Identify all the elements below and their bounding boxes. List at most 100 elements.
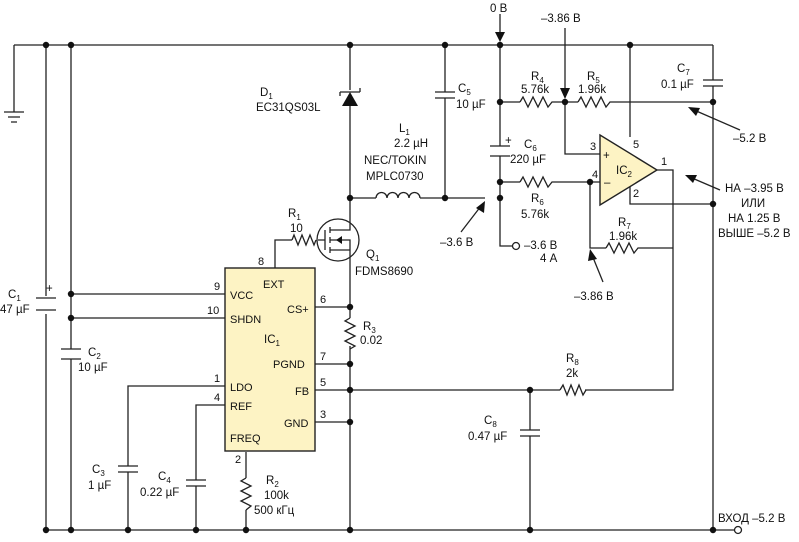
c5-value: 10 µF	[456, 99, 486, 111]
diode-d1-symbol	[339, 88, 361, 106]
q1-ref: Q1	[366, 249, 380, 263]
r7-value: 1.96k	[609, 231, 637, 243]
r8-ref: R8	[566, 353, 579, 367]
r2-note: 500 кГц	[254, 505, 295, 517]
ic1-pin-cs-name: CS+	[287, 304, 309, 316]
minus-3-86-bottom-label: –3.86 В	[574, 291, 614, 303]
ic1-pin-vcc-name: VCC	[230, 290, 253, 302]
c6-ref: C6	[524, 139, 537, 153]
c7-value: 0.1 µF	[661, 79, 694, 91]
resistor-r6-symbol	[519, 175, 555, 189]
ic2-pin-2: 2	[633, 188, 639, 200]
c6-plus: +	[505, 135, 512, 147]
r6-value: 5.76k	[521, 209, 549, 221]
ic1-pin-shdn-num: 10	[207, 305, 219, 317]
minus-3-6-arrow	[460, 201, 485, 233]
c4-value: 0.22 µF	[140, 487, 179, 499]
ground-icon	[4, 111, 24, 123]
c7-ref: C7	[677, 63, 690, 77]
capacitor-c5-symbol	[435, 91, 455, 99]
ic1-pin-fb-name: FB	[295, 386, 309, 398]
r8-value: 2k	[566, 368, 578, 380]
r5-ref: R5	[587, 71, 600, 85]
r4-ref: R4	[531, 71, 544, 85]
c3-value: 1 µF	[88, 480, 111, 492]
zero-v-arrow	[495, 14, 505, 42]
ic1-pin-ref-num: 4	[214, 392, 220, 404]
resistor-r4-symbol	[519, 95, 555, 109]
ic1-pin-cs-num: 6	[320, 294, 326, 306]
out-3-6-label: –3.6 В	[524, 240, 558, 252]
q1-part: FDMS8690	[355, 266, 413, 278]
l1-part: MPLC0730	[366, 171, 424, 183]
minus-3-86-top-label: –3.86 В	[541, 13, 581, 25]
c8-value: 0.47 µF	[468, 431, 507, 443]
capacitor-c4-symbol	[186, 479, 206, 487]
capacitor-c8-symbol	[520, 429, 540, 437]
resistor-r3-symbol	[343, 317, 357, 350]
r7-ref: R7	[618, 217, 631, 231]
resistor-r1-symbol	[291, 233, 317, 247]
ic1-pin-ref-name: REF	[230, 401, 252, 413]
ic1-pin-shdn-name: SHDN	[230, 314, 261, 326]
out-note-line4: ВЫШЕ –5.2 В	[718, 228, 791, 240]
out-note-arrow	[685, 175, 721, 191]
ic1-pin-gnd-num: 3	[320, 409, 326, 421]
capacitor-c2-symbol	[61, 348, 81, 360]
ic1-body	[224, 267, 316, 452]
ic1-pin-ldo-name: LDO	[230, 382, 253, 394]
l1-mfr: NEC/TOKIN	[364, 155, 426, 167]
capacitor-c6-symbol	[490, 145, 510, 157]
l1-value: 2.2 µH	[394, 138, 428, 150]
r1-ref: R1	[288, 208, 301, 222]
inductor-l1-symbol	[375, 191, 421, 199]
r2-ref: R2	[266, 475, 279, 489]
resistor-r8-symbol	[559, 383, 587, 397]
d1-part: EC31QS03L	[256, 102, 321, 114]
ic2-pin-4: 4	[592, 169, 598, 181]
opamp-ic2	[599, 133, 659, 207]
resistor-r2-symbol	[239, 477, 253, 511]
input-terminal	[733, 525, 743, 535]
r3-value: 0.02	[360, 335, 382, 347]
c1-ref: C1	[8, 289, 21, 303]
c2-ref: C2	[88, 347, 101, 361]
c1-plus: +	[46, 283, 53, 295]
ic1-pin-freq-num: 2	[235, 454, 241, 466]
mosfet-q1-symbol	[316, 218, 360, 262]
out-note-line3: НА 1.25 В	[728, 213, 781, 225]
resistor-r7-symbol	[605, 241, 641, 255]
ic1-pin-ext-num: 8	[258, 256, 264, 268]
wires	[13, 44, 735, 531]
c2-value: 10 µF	[78, 362, 108, 374]
output-terminal	[511, 241, 521, 251]
r2-value: 100k	[264, 490, 289, 502]
ic2-pin-1: 1	[661, 156, 667, 168]
ic1-pin-pgnd-num: 7	[320, 351, 326, 363]
minus-3-86-bottom-arrow	[588, 249, 604, 283]
capacitor-c7-symbol	[703, 79, 723, 87]
input-label: ВХОД –5.2 В	[718, 513, 786, 525]
d1-ref: D1	[260, 87, 273, 101]
ic1-pin-pgnd-name: PGND	[273, 359, 305, 371]
out-note-line2: ИЛИ	[741, 198, 765, 210]
c4-ref: C4	[158, 471, 171, 485]
c8-ref: C8	[484, 415, 497, 429]
ic2-pin-3: 3	[590, 141, 596, 153]
minus-5-2-label: –5.2 В	[733, 133, 767, 145]
minus-3-86-top-arrow	[560, 28, 570, 99]
ic1-pin-gnd-name: GND	[284, 418, 309, 430]
zero-v-label: 0 В	[490, 3, 508, 15]
junction-dots	[42, 41, 717, 534]
minus-3-6-label: –3.6 В	[440, 237, 474, 249]
c6-value: 220 µF	[510, 154, 546, 166]
c3-ref: C3	[92, 464, 105, 478]
ic2-plus-sign: +	[603, 150, 610, 162]
r5-value: 1.96k	[578, 84, 606, 96]
out-note-line1: НА –3.95 В	[725, 183, 784, 195]
r4-value: 5.76k	[521, 84, 549, 96]
ic1-pin-fb-num: 5	[320, 377, 326, 389]
r1-value: 10	[290, 223, 303, 235]
ic1-pin-vcc-num: 9	[214, 281, 220, 293]
